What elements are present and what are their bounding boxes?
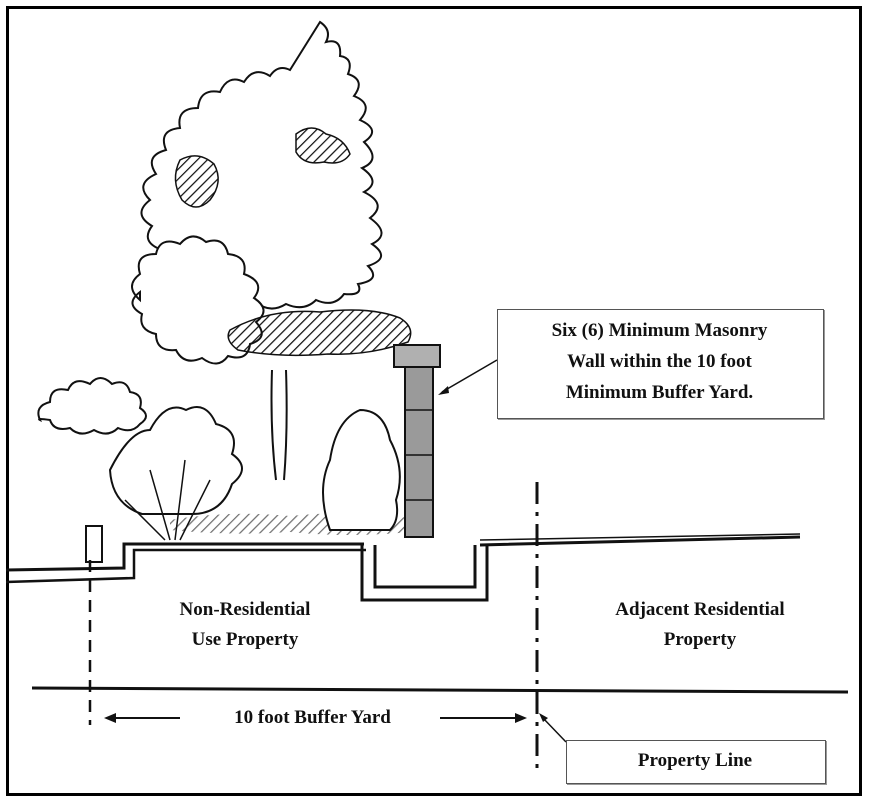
- shrub-left: [108, 406, 243, 515]
- curb-post: [85, 525, 103, 563]
- non-residential-label-1: Non-Residential: [179, 599, 311, 620]
- canopy-shade-1: [174, 155, 219, 208]
- residential-label-2: Property: [663, 629, 737, 650]
- wall-callout-line-1: Six (6) Minimum Masonry: [551, 320, 768, 341]
- base-line: [31, 686, 849, 694]
- shrub-left-branches: [124, 459, 211, 541]
- property-line-callout-box: [566, 740, 826, 784]
- tree-canopy: [140, 20, 383, 310]
- tree-canopy-left-branch: [37, 377, 147, 435]
- ground-line: [5, 535, 801, 572]
- property-line-leader: [541, 716, 567, 743]
- wall-callout-line-2: Wall within the 10 foot: [567, 351, 752, 372]
- canopy-shade-2: [295, 127, 351, 164]
- shrub-right: [322, 408, 401, 531]
- wall-callout-box: [497, 309, 824, 419]
- property-line-label: Property Line: [637, 750, 753, 771]
- masonry-wall: [404, 366, 434, 538]
- buffer-yard-label: 10 foot Buffer Yard: [234, 707, 391, 728]
- tree-trunk: [270, 369, 288, 481]
- wall-callout-leader: [441, 359, 498, 393]
- residential-label-1: Adjacent Residential: [615, 599, 785, 620]
- non-residential-label-2: Use Property: [191, 629, 299, 650]
- wall-callout-line-3: Minimum Buffer Yard.: [565, 382, 754, 403]
- masonry-wall-cap: [393, 344, 441, 368]
- wall-footing: [360, 545, 489, 602]
- canopy-shade-3: [227, 309, 412, 357]
